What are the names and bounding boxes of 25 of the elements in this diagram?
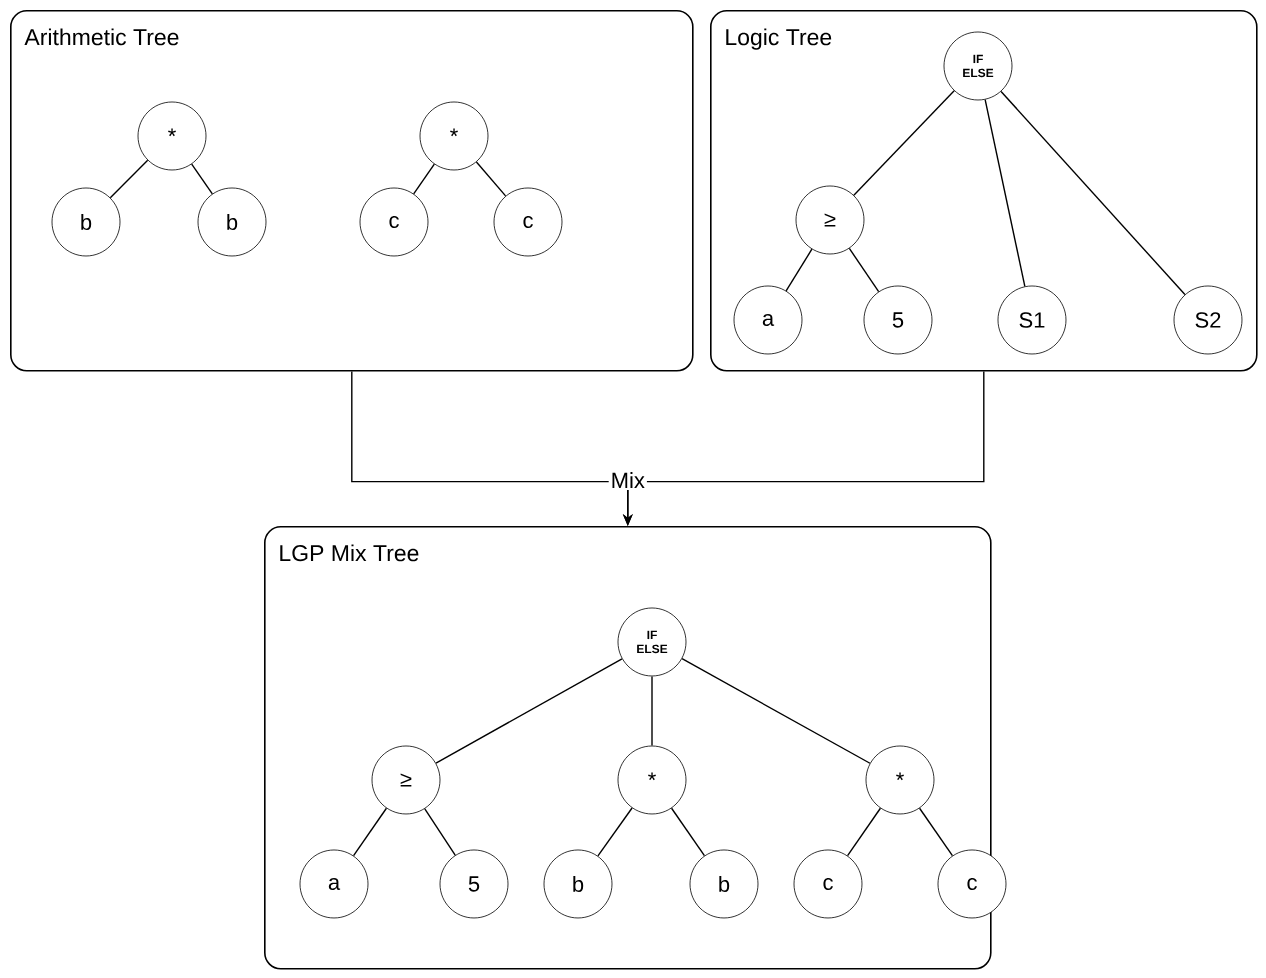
tree-branch — [352, 807, 388, 857]
tree-branch — [191, 163, 214, 195]
tree-panel — [10, 10, 694, 372]
tree-branch — [109, 159, 149, 199]
panel-title: Arithmetic Tree — [24, 28, 179, 46]
tree-branch — [413, 163, 436, 195]
tree-branch — [1000, 90, 1186, 296]
tree-branch — [848, 247, 880, 293]
tree-branch — [785, 248, 813, 292]
tree-branch — [424, 808, 456, 856]
tree-branch — [853, 90, 955, 196]
tree-branch — [475, 161, 507, 197]
panel-title: Logic Tree — [726, 28, 832, 50]
tree-branch — [984, 98, 1026, 288]
edge-label: Mix — [608, 470, 647, 490]
tree-branch — [918, 807, 954, 857]
tree-branch — [670, 807, 706, 857]
tree-branch — [435, 658, 623, 764]
panel-title: LGP Mix Tree — [280, 544, 419, 562]
tree-branch — [846, 807, 882, 857]
tree-panel — [264, 526, 992, 970]
tree-branch — [681, 658, 871, 764]
tree-branch — [651, 675, 653, 747]
tree-panel — [710, 10, 1258, 372]
tree-branch — [597, 807, 633, 857]
